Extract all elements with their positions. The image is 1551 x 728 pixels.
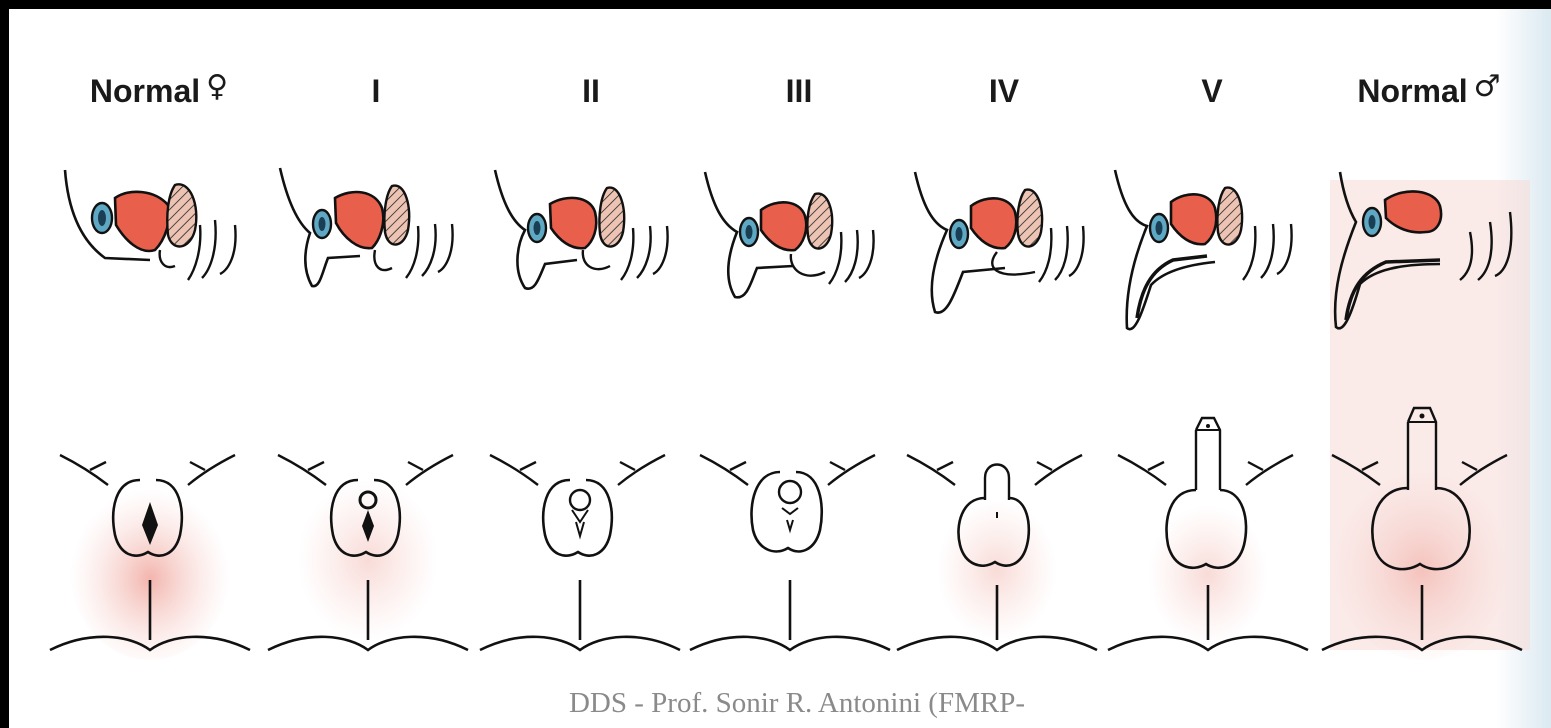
stage-label-3: III bbox=[786, 75, 813, 107]
stage-label-1: I bbox=[372, 75, 381, 107]
slide-credit: DDS - Prof. Sonir R. Antonini (FMRP-USP) bbox=[547, 685, 1047, 728]
male-symbol-icon: ♂ bbox=[1474, 69, 1501, 104]
external-stage-3 bbox=[690, 455, 890, 650]
stage-label-normal-female: Normal♀ bbox=[90, 75, 228, 108]
stage-label-2: II bbox=[582, 75, 600, 107]
external-row bbox=[50, 408, 1522, 660]
external-stage-5 bbox=[1108, 418, 1308, 650]
external-stage-2 bbox=[480, 455, 680, 650]
prader-stages-illustration bbox=[9, 9, 1551, 728]
sagittal-normal-female bbox=[65, 170, 236, 280]
sagittal-stage-4 bbox=[915, 172, 1084, 313]
female-symbol-icon: ♀ bbox=[206, 69, 228, 104]
external-stage-4 bbox=[897, 455, 1097, 650]
stage-label-5: V bbox=[1201, 75, 1222, 107]
external-stage-1 bbox=[268, 455, 468, 650]
stage-label-4: IV bbox=[989, 75, 1019, 107]
sagittal-stage-3 bbox=[705, 172, 874, 297]
sagittal-stage-1 bbox=[280, 168, 453, 286]
external-normal-female bbox=[50, 455, 250, 660]
sagittal-stage-5 bbox=[1115, 170, 1292, 329]
stage-label-normal-male: Normal♂ bbox=[1357, 75, 1500, 108]
sagittal-row bbox=[65, 168, 1511, 329]
sagittal-stage-2 bbox=[495, 170, 668, 289]
